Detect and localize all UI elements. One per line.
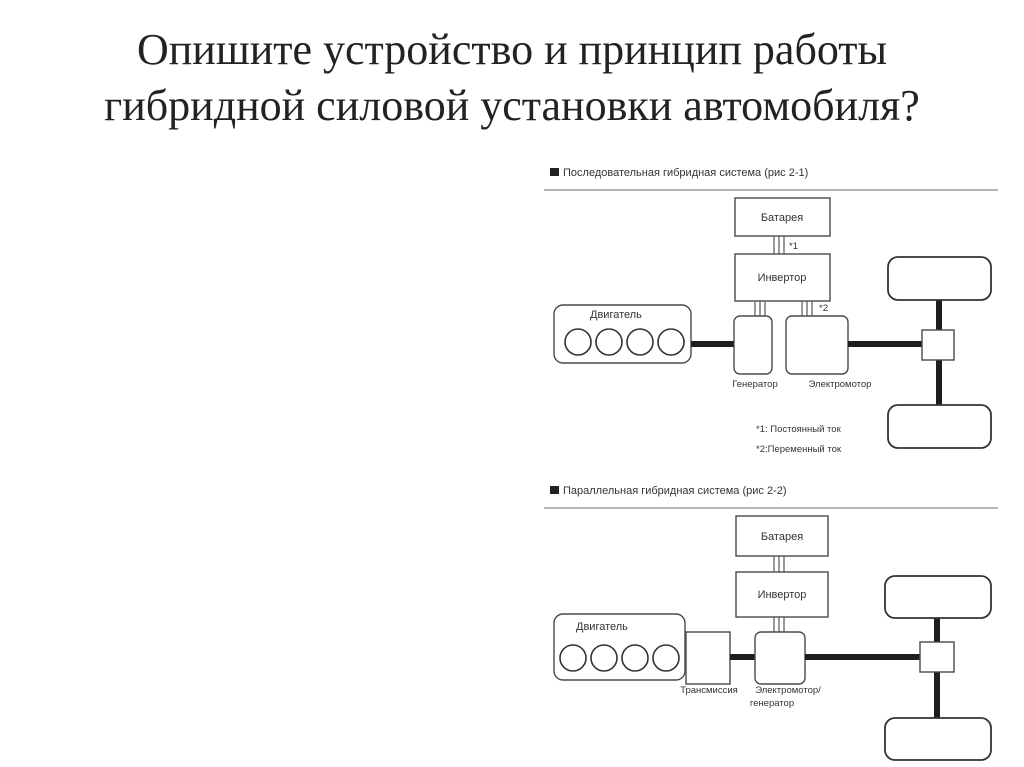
- series-differential-box: [921, 329, 955, 361]
- series-title-marker: [550, 168, 559, 176]
- series-engine-label: Двигатель: [590, 309, 642, 321]
- parallel-wheel-top: [884, 575, 992, 619]
- series-engine-cylinder: [657, 328, 685, 356]
- series-engine-cylinder: [595, 328, 623, 356]
- series-inverter-label: Инвертор: [758, 272, 807, 284]
- series-motor-label: Электромотор: [809, 379, 872, 390]
- series-generator-box: [733, 315, 773, 375]
- parallel-motor-generator-box: [754, 631, 806, 685]
- parallel-wheel-bottom: [884, 717, 992, 761]
- series-generator-label: Генератор: [732, 379, 778, 390]
- series-engine-cylinder: [626, 328, 654, 356]
- parallel-battery-label: Батарея: [761, 531, 803, 543]
- parallel-battery-box: [735, 515, 829, 557]
- parallel-engine-label: Двигатель: [576, 621, 628, 633]
- series-engine-cylinder: [564, 328, 592, 356]
- series-title: Последовательная гибридная система (рис …: [563, 167, 808, 179]
- series-wheel-bottom: [887, 404, 992, 449]
- parallel-engine-cylinder: [652, 644, 680, 672]
- parallel-inverter-box: [735, 571, 829, 618]
- slide-title-line-2: гибридной силовой установки автомобиля?: [104, 81, 920, 130]
- series-note-dc: *1: Постоянный ток: [756, 424, 842, 435]
- series-mark-1: *1: [789, 241, 798, 252]
- parallel-transmission-label: Трансмиссия: [680, 685, 738, 696]
- series-battery-label: Батарея: [761, 212, 803, 224]
- parallel-inverter-label: Инвертор: [758, 589, 807, 601]
- series-note-ac: *2:Переменный ток: [756, 444, 842, 455]
- slide-title: Опишите устройство и принцип работы гибр…: [0, 22, 1024, 134]
- series-inverter-box: [734, 253, 831, 302]
- parallel-motor-generator-label-1: Электромотор/: [755, 685, 821, 696]
- parallel-engine-cylinder: [559, 644, 587, 672]
- parallel-engine-cylinder: [621, 644, 649, 672]
- parallel-differential-box: [919, 641, 955, 673]
- hybrid-diagram: Последовательная гибридная система (рис …: [544, 167, 998, 761]
- parallel-engine-box: [553, 613, 686, 681]
- series-mark-2: *2: [819, 303, 828, 314]
- slide-title-line-1: Опишите устройство и принцип работы: [136, 25, 888, 74]
- series-battery-box: [734, 197, 831, 237]
- parallel-title: Параллельная гибридная система (рис 2-2): [563, 485, 787, 497]
- parallel-engine-cylinder: [590, 644, 618, 672]
- series-wheel-top: [887, 256, 992, 301]
- parallel-title-marker: [550, 486, 559, 494]
- parallel-transmission-box: [685, 631, 731, 685]
- series-motor-box: [785, 315, 849, 375]
- parallel-system: Параллельная гибридная система (рис 2-2)…: [544, 485, 998, 761]
- parallel-motor-generator-label-2: генератор: [750, 698, 794, 709]
- series-system: Последовательная гибридная система (рис …: [544, 167, 998, 455]
